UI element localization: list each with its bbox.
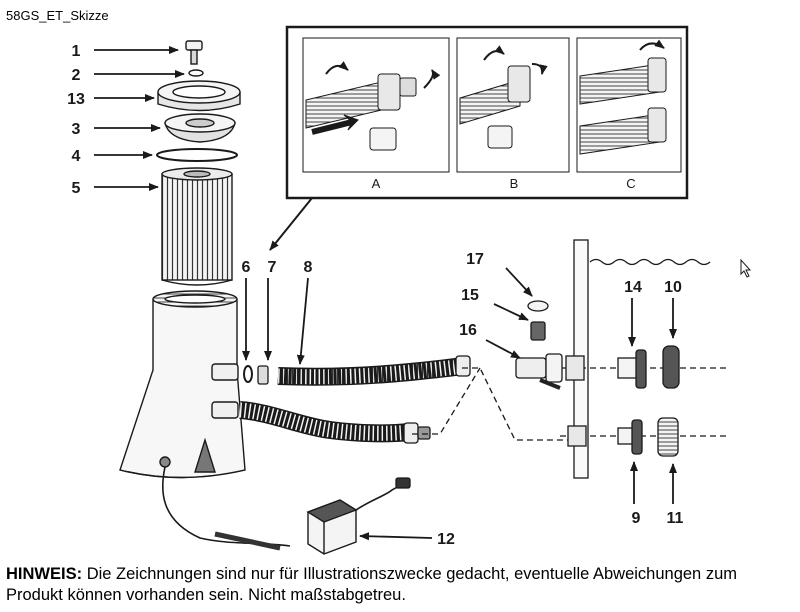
inset-pointer-arrow bbox=[269, 197, 313, 251]
inset-label-b: B bbox=[510, 176, 519, 191]
strainer-part bbox=[657, 417, 679, 457]
callout-label: 5 bbox=[72, 180, 81, 197]
disclaimer-note: HINWEIS: Die Zeichnungen sind nur für Il… bbox=[6, 564, 798, 606]
pump-exploded-diagram: A B C 1 2 13 3 4 5 6 7 8 17 15 16 bbox=[67, 25, 752, 555]
hose-connection-inset: A B C bbox=[285, 25, 689, 200]
callout-label: 14 bbox=[624, 279, 642, 296]
callout-label: 12 bbox=[437, 531, 455, 548]
pump-housing bbox=[119, 290, 246, 479]
plunger-o-ring-part bbox=[530, 321, 546, 341]
water-surface bbox=[589, 258, 711, 266]
small-o-ring-part bbox=[188, 69, 204, 77]
mouse-pointer-icon bbox=[740, 258, 752, 278]
callout-label: 17 bbox=[466, 251, 484, 268]
hose-assembly bbox=[161, 355, 471, 551]
callout-label: 2 bbox=[72, 67, 81, 84]
callout-label: 9 bbox=[632, 510, 641, 527]
callout-label: 13 bbox=[67, 91, 85, 108]
document-id: 58GS_ET_Skizze bbox=[6, 8, 109, 23]
cover-part bbox=[164, 113, 236, 143]
wall-fittings bbox=[412, 239, 730, 479]
callout-numbers: 1 2 13 3 4 5 6 7 8 17 15 16 14 10 9 11 1… bbox=[67, 43, 683, 548]
hose-o-ring-part bbox=[243, 365, 253, 383]
callout-label: 10 bbox=[664, 279, 682, 296]
nut-part bbox=[631, 419, 643, 455]
callout-label: 6 bbox=[242, 259, 251, 276]
plunger-cap-part bbox=[527, 300, 549, 312]
vent-screw-part bbox=[185, 40, 203, 65]
callout-label: 16 bbox=[459, 322, 477, 339]
plunger-valve-part bbox=[515, 353, 563, 390]
inset-label-c: C bbox=[626, 176, 635, 191]
lock-ring-part bbox=[157, 80, 241, 112]
note-label: HINWEIS: bbox=[6, 565, 83, 583]
callout-label: 7 bbox=[268, 259, 277, 276]
callout-label: 11 bbox=[667, 510, 684, 527]
inset-label-a: A bbox=[372, 176, 381, 191]
lower-hose-part bbox=[239, 401, 411, 443]
callout-arrows bbox=[94, 46, 677, 541]
callout-label: 3 bbox=[72, 121, 81, 138]
callout-label: 15 bbox=[461, 287, 479, 304]
strainer-grid-part bbox=[662, 345, 680, 389]
callout-label: 4 bbox=[72, 148, 81, 165]
hose-clamp-part bbox=[257, 365, 269, 385]
transformer-part bbox=[306, 499, 358, 555]
filter-stack bbox=[119, 40, 246, 479]
filter-cartridge-part bbox=[161, 167, 233, 286]
callout-label: 8 bbox=[304, 259, 313, 276]
callout-label: 1 bbox=[72, 43, 81, 60]
note-text: Die Zeichnungen sind nur für Illustratio… bbox=[6, 565, 737, 604]
housing-o-ring-part bbox=[156, 148, 238, 162]
